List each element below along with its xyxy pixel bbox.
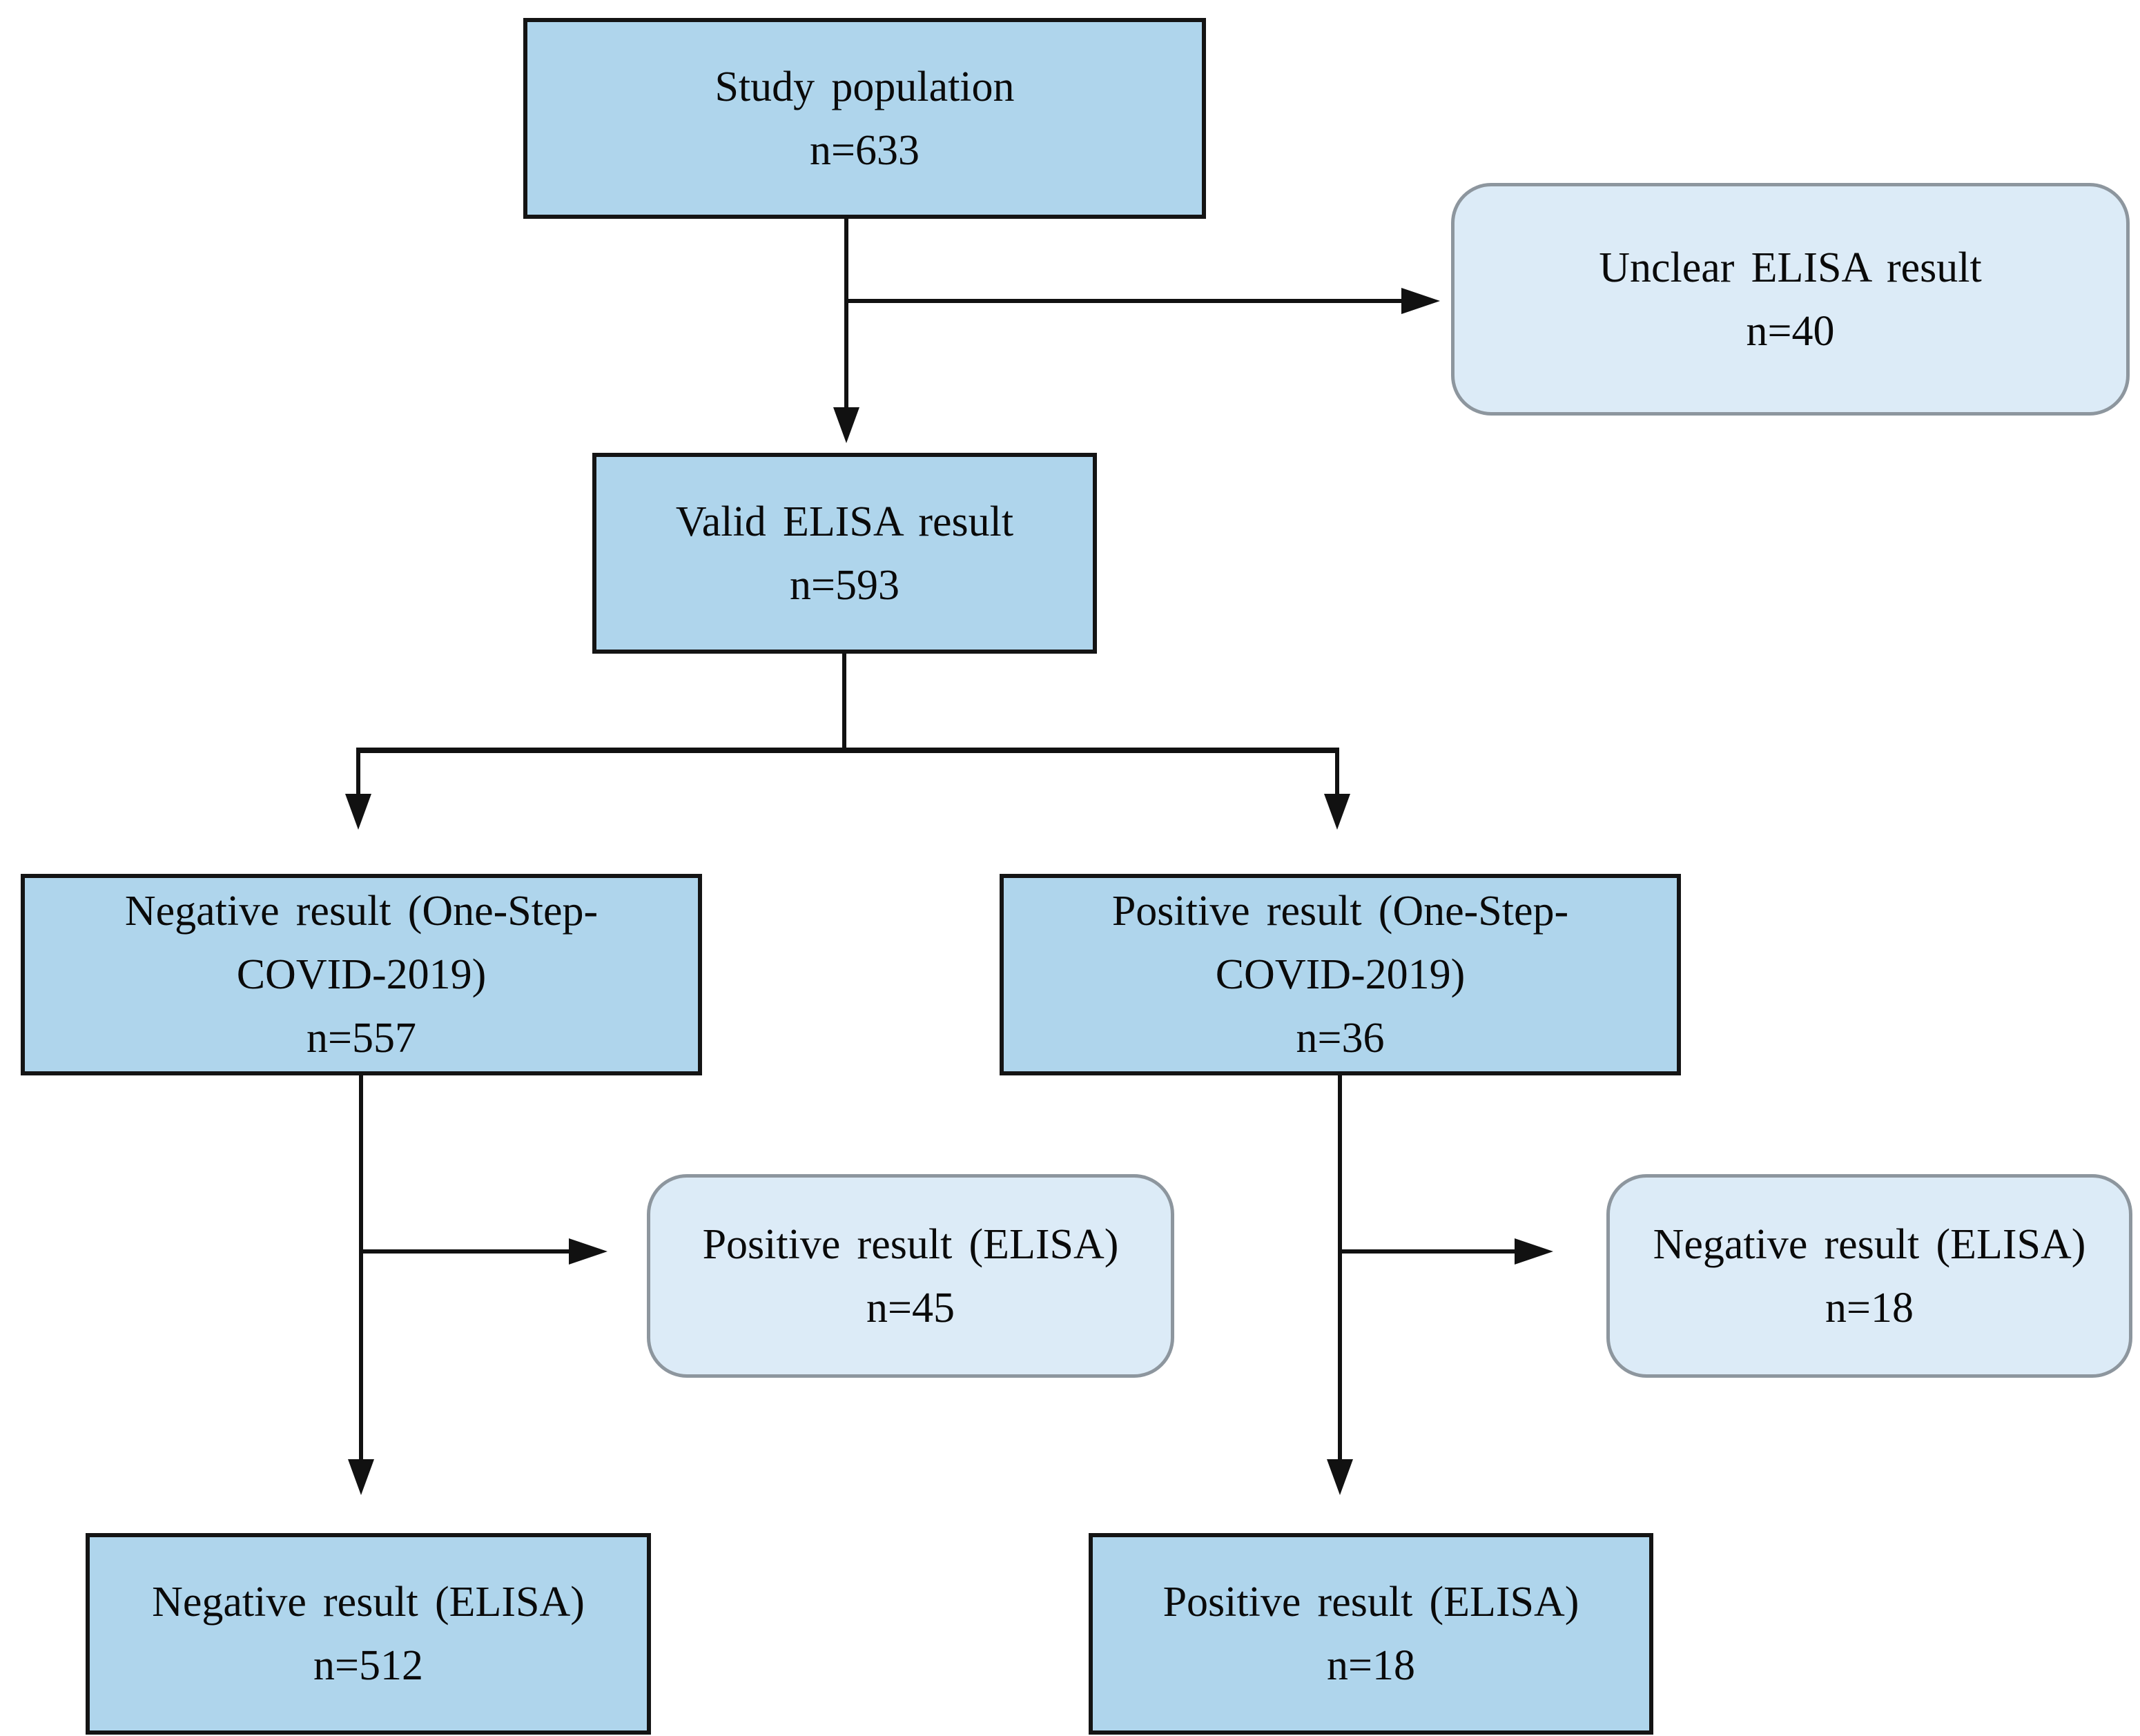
node-count: n=512 [313, 1642, 423, 1689]
arrowhead-posstep-to-neg18 [1515, 1238, 1553, 1265]
arrowhead-negstep-to-neg512 [348, 1459, 374, 1495]
node-label: Positive result (ELISA) [1163, 1579, 1579, 1626]
node-count: n=45 [866, 1284, 955, 1332]
arrowhead-negstep-to-pos45 [569, 1238, 607, 1265]
node-count: n=633 [810, 126, 920, 174]
arrowhead-study-to-valid [833, 407, 859, 443]
flow-node-negative-elisa-bottom: Negative result (ELISA) n=512 [86, 1533, 651, 1735]
flow-node-positive-elisa-bottom: Positive result (ELISA) n=18 [1089, 1533, 1653, 1735]
flow-node-unclear-elisa-result: Unclear ELISA result n=40 [1451, 183, 2130, 416]
flow-node-negative-one-step: Negative result (One-Step- COVID-2019) n… [21, 874, 702, 1075]
node-label: Negative result (One-Step- [124, 888, 599, 935]
arrowhead-valid-to-negstep [345, 794, 371, 830]
node-count: n=557 [307, 1015, 416, 1062]
node-label: Negative result (ELISA) [1653, 1220, 2086, 1268]
flow-node-study-population: Study population n=633 [523, 18, 1206, 219]
node-label: Positive result (One-Step- [1111, 888, 1569, 935]
node-label: Valid ELISA result [675, 498, 1014, 545]
arrowhead-posstep-to-pos18 [1327, 1459, 1353, 1495]
node-count: n=593 [790, 561, 899, 609]
node-count: n=18 [1327, 1642, 1415, 1689]
arrowhead-valid-to-posstep [1324, 794, 1350, 830]
node-label-2: COVID-2019) [236, 951, 487, 998]
node-count: n=36 [1296, 1015, 1385, 1062]
node-label: Positive result (ELISA) [702, 1220, 1119, 1268]
node-label: Unclear ELISA result [1599, 244, 1982, 291]
arrowhead-study-to-unclear [1401, 288, 1440, 314]
node-count: n=18 [1825, 1284, 1914, 1332]
node-label-2: COVID-2019) [1215, 951, 1466, 998]
flow-node-negative-elisa-mid: Negative result (ELISA) n=18 [1606, 1174, 2132, 1378]
node-label: Negative result (ELISA) [152, 1579, 585, 1626]
flow-node-positive-elisa-mid: Positive result (ELISA) n=45 [647, 1174, 1174, 1378]
flow-node-valid-elisa-result: Valid ELISA result n=593 [592, 453, 1097, 654]
flow-node-positive-one-step: Positive result (One-Step- COVID-2019) n… [1000, 874, 1681, 1075]
node-count: n=40 [1746, 307, 1835, 355]
node-label: Study population [714, 63, 1015, 110]
